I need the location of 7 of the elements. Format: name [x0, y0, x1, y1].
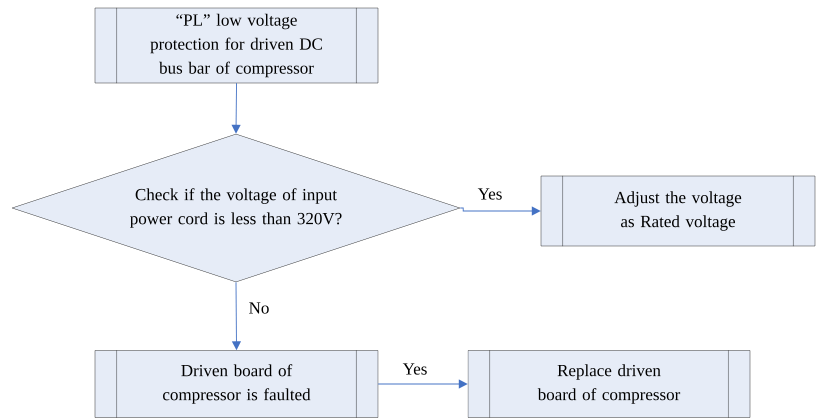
process-box: Adjust the voltage as Rated voltage	[540, 176, 816, 246]
edge-label: Yes	[402, 362, 428, 376]
process-box: “PL” low voltage protection for driven DC bus bar of compressor	[94, 8, 378, 84]
edge-label: No	[248, 301, 270, 315]
process-box: Replace driven board of compressor	[468, 350, 750, 418]
edge-label: Yes	[476, 187, 504, 201]
process-box: Driven board of compressor is faulted	[94, 350, 378, 418]
